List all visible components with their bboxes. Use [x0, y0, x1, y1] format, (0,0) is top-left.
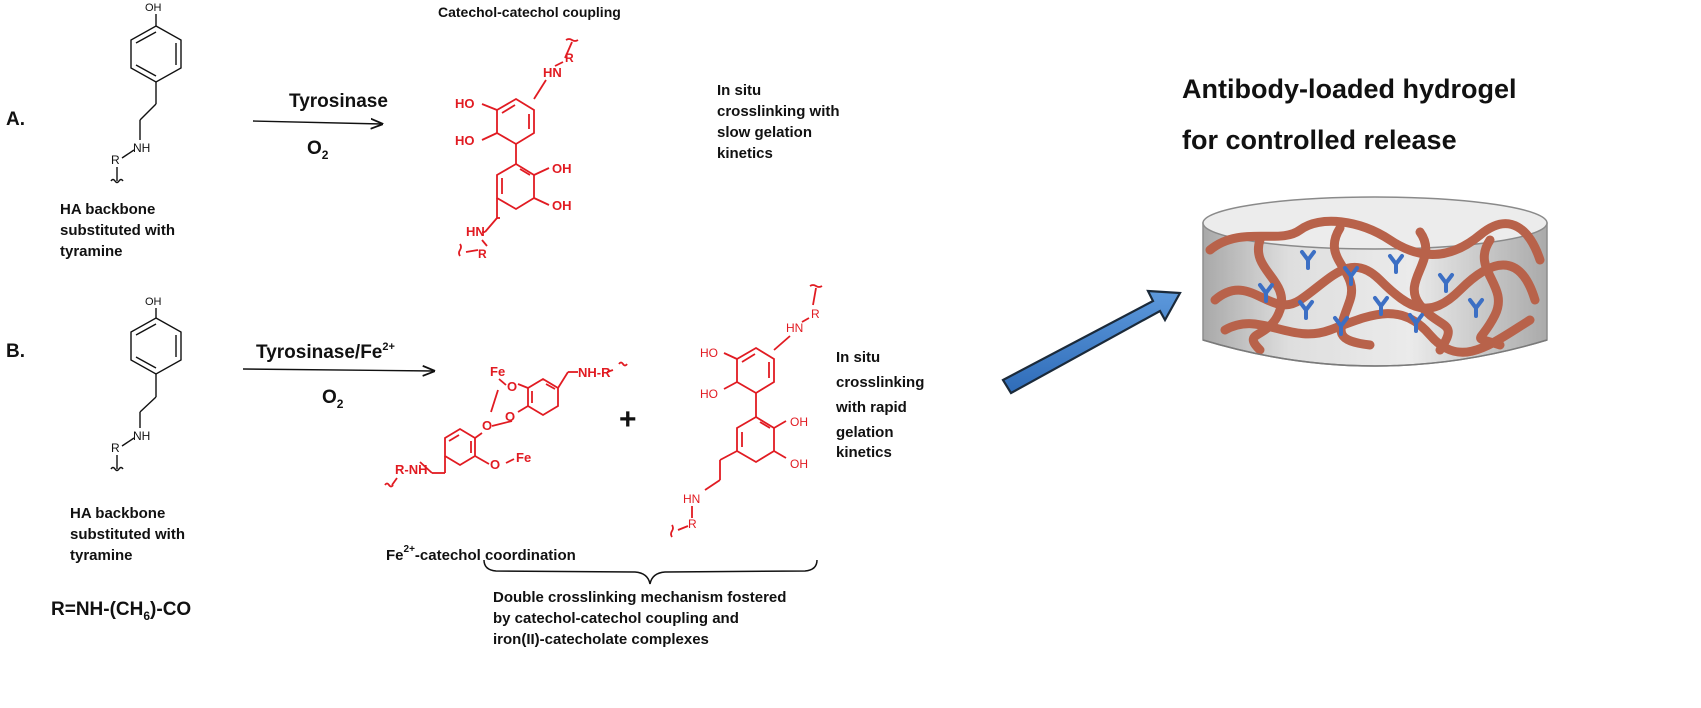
complex-caption: Fe2+-catechol coordination	[386, 544, 576, 564]
reaction-arrow-a	[252, 121, 382, 124]
condition-label-a: O2	[307, 138, 329, 162]
svg-text:R-NH: R-NH	[395, 462, 428, 477]
dicatechol-structure-a: R HN HO HO OH OH HN R	[455, 38, 579, 261]
mechanism-caption: Double crosslinking mechanism fostered b…	[493, 589, 791, 648]
r-group-label: R	[111, 153, 120, 167]
r-definition: R=NH-(CH6)-CO	[51, 599, 191, 623]
svg-text:OH: OH	[552, 161, 572, 176]
svg-text:R: R	[111, 441, 120, 455]
condition-label-b: O2	[322, 387, 344, 411]
svg-text:HN: HN	[683, 492, 700, 506]
hydrogel-cylinder-illustration	[1202, 196, 1548, 367]
plus-sign: +	[619, 403, 637, 436]
svg-text:HN: HN	[466, 224, 485, 239]
reagent-label-a: Tyrosinase	[289, 91, 388, 112]
svg-text:OH: OH	[145, 296, 162, 308]
result-title: Antibody-loaded hydrogel for controlled …	[1182, 74, 1524, 155]
svg-text:HO: HO	[700, 346, 718, 360]
svg-text:O: O	[507, 379, 517, 394]
svg-text:O: O	[505, 409, 515, 424]
svg-text:R: R	[811, 307, 820, 321]
svg-text:R: R	[565, 51, 574, 65]
svg-text:R: R	[478, 247, 487, 261]
backbone-caption-b: HA backbone substituted with tyramine	[70, 505, 189, 564]
note-a: In situ crosslinking with slow gelation …	[717, 82, 844, 162]
tyramine-structure-b: OH NH R	[110, 296, 182, 472]
product-title-a: Catechol-catechol coupling	[438, 4, 621, 20]
panel-a-label: A.	[6, 109, 25, 130]
svg-text:HO: HO	[455, 133, 475, 148]
amine-label: NH	[133, 141, 150, 155]
svg-text:O: O	[482, 418, 492, 433]
svg-text:Fe: Fe	[516, 450, 531, 465]
fe-catechol-complex: NH-R O O Fe O O Fe R-NH	[384, 361, 628, 488]
hydrogel-fibers	[1205, 216, 1545, 357]
svg-text:Fe: Fe	[490, 364, 505, 379]
svg-text:R: R	[688, 517, 697, 531]
panel-a: A. OH NH R HA backbone substituted with …	[6, 2, 844, 261]
result-arrow	[1001, 289, 1182, 395]
svg-text:OH: OH	[552, 198, 572, 213]
svg-text:OH: OH	[790, 415, 808, 429]
panel-b: B. OH NH R HA backbone substituted with …	[6, 284, 929, 648]
svg-text:OH: OH	[790, 457, 808, 471]
svg-text:HO: HO	[700, 387, 718, 401]
result-panel: Antibody-loaded hydrogel for controlled …	[1001, 74, 1548, 395]
panel-b-label: B.	[6, 341, 25, 362]
reagent-label-b: Tyrosinase/Fe2+	[256, 341, 395, 363]
svg-text:HO: HO	[455, 96, 475, 111]
antibody-markers	[1258, 250, 1484, 336]
svg-text:NH: NH	[133, 429, 150, 443]
backbone-caption-a: HA backbone substituted with tyramine	[60, 201, 179, 260]
note-b: In situ crosslinking with rapid gelation…	[835, 349, 929, 461]
svg-text:NH-R: NH-R	[578, 365, 611, 380]
dicatechol-structure-b: R HN HO HO OH OH HN R	[670, 284, 823, 538]
hydroxyl-label: OH	[145, 2, 162, 14]
grouping-brace	[483, 559, 818, 585]
svg-text:HN: HN	[543, 65, 562, 80]
tyramine-structure-a: OH NH R	[110, 2, 182, 184]
svg-text:O: O	[490, 457, 500, 472]
svg-text:HN: HN	[786, 321, 803, 335]
reaction-arrow-b	[242, 369, 434, 371]
